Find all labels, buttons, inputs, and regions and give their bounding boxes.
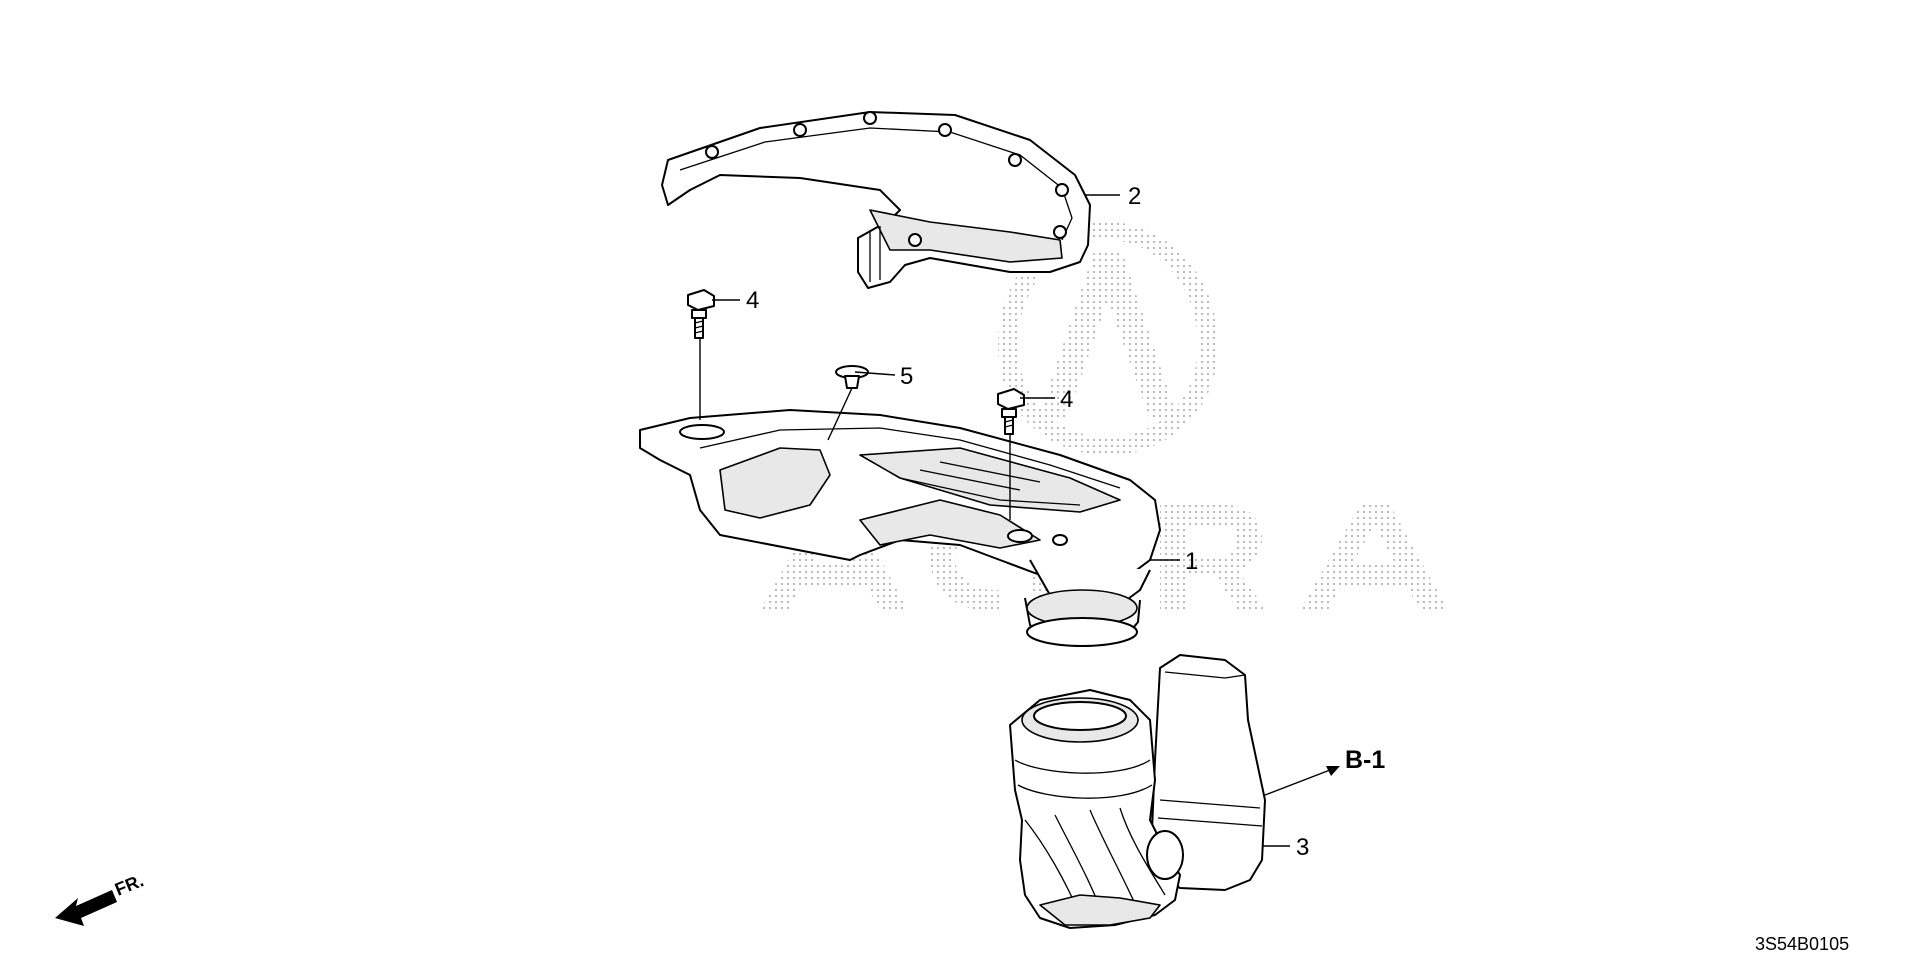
part-3-resonator-chamber[interactable] — [1009, 654, 1266, 929]
callout-5: 5 — [900, 363, 913, 390]
part-4-bolt-left[interactable] — [687, 289, 715, 339]
reference-label-b1[interactable]: B-1 — [1345, 746, 1385, 774]
bracket-studs — [705, 111, 1069, 247]
front-arrow-icon — [55, 890, 117, 926]
leader-lines — [699, 194, 1340, 847]
part-2-upper-bracket[interactable] — [661, 111, 1091, 289]
callout-2: 2 — [1128, 183, 1141, 210]
acura-emblem — [998, 222, 1218, 455]
part-1-air-intake-duct[interactable] — [639, 409, 1161, 647]
callout-4-left: 4 — [746, 287, 759, 314]
callout-1: 1 — [1185, 548, 1198, 575]
callout-3: 3 — [1296, 834, 1309, 861]
diagram-code: 3S54B0105 — [1755, 934, 1849, 954]
front-indicator: FR. — [55, 870, 146, 926]
front-label: FR. — [112, 870, 146, 899]
part-4-bolt-right[interactable] — [997, 388, 1025, 435]
callout-4-right: 4 — [1060, 386, 1073, 413]
part-5-clip[interactable] — [835, 365, 869, 389]
